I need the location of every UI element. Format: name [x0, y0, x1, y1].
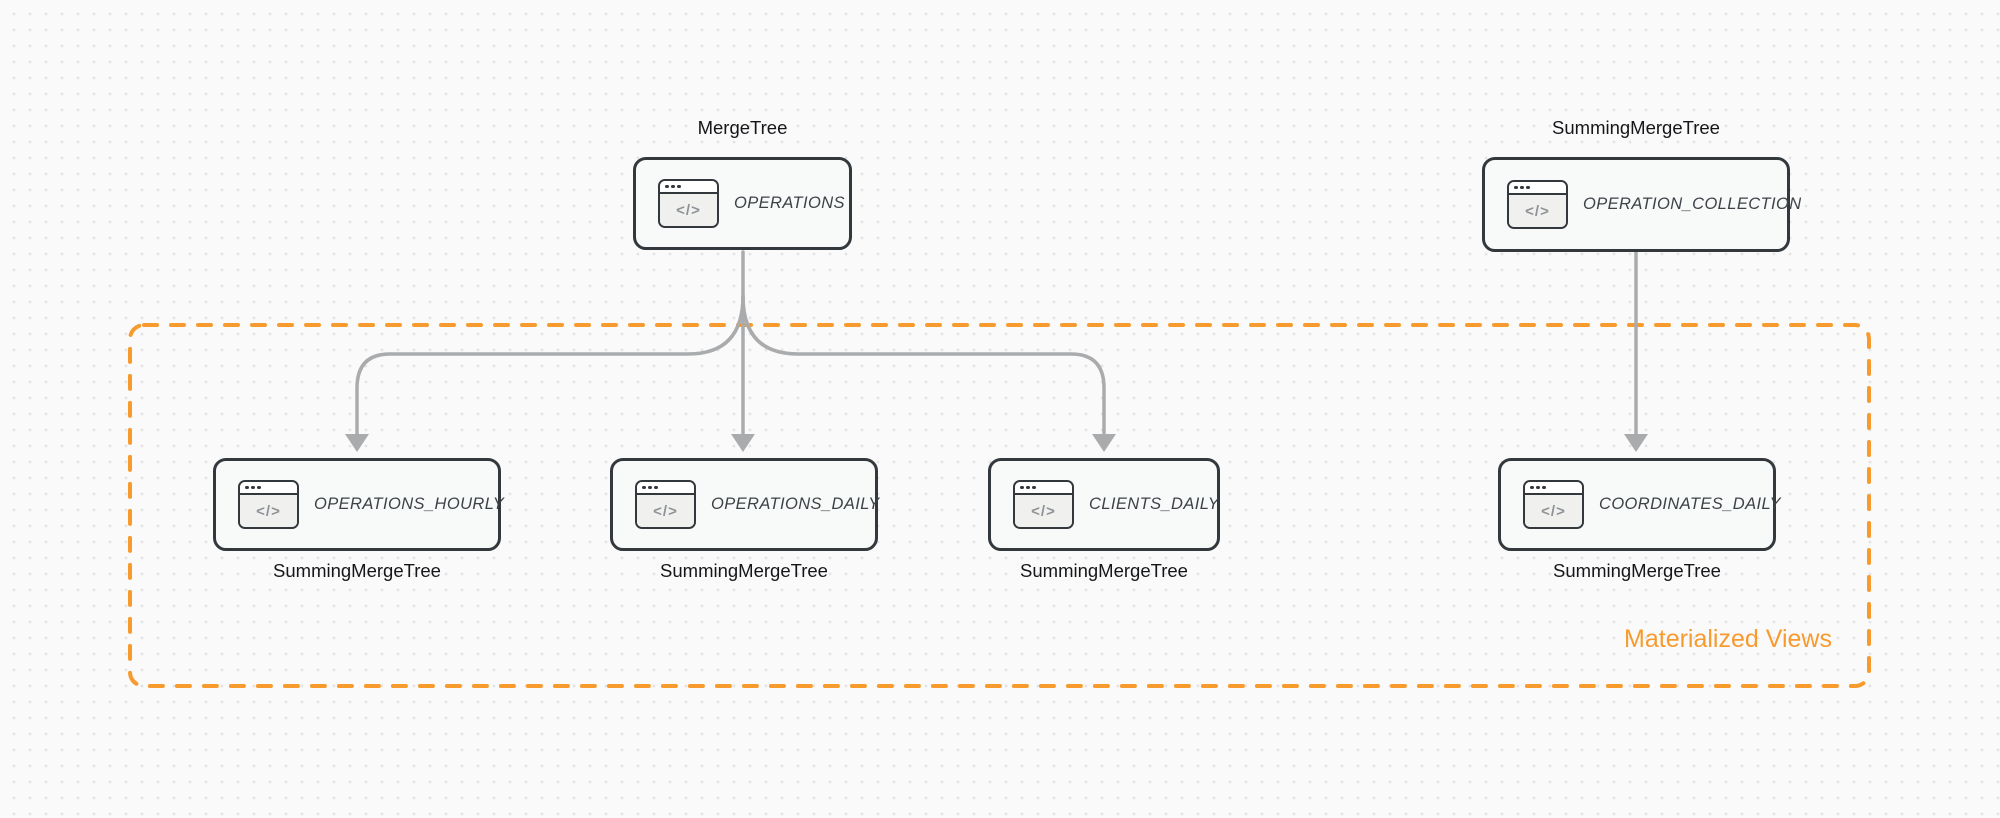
- code-window-icon: </>: [635, 480, 696, 529]
- engine-label-coordinates-daily: SummingMergeTree: [1553, 560, 1721, 581]
- materialized-views-caption: Materialized Views: [1624, 625, 1832, 653]
- edge-operations-to-operations-hourly: [355, 294, 745, 440]
- code-glyph: </>: [240, 495, 297, 527]
- engine-label-operations-daily: SummingMergeTree: [660, 560, 828, 581]
- table-node-operations-daily[interactable]: </> OPERATIONS_DAILY: [610, 458, 880, 551]
- engine-label-operations: MergeTree: [697, 117, 788, 138]
- arrowhead: [345, 434, 369, 452]
- window-titlebar-dots: [1015, 482, 1072, 495]
- table-name: CLIENTS_DAILY: [1089, 495, 1220, 513]
- window-titlebar-dots: [1525, 482, 1582, 495]
- table-node-coordinates-daily[interactable]: </> COORDINATES_DAILY: [1498, 458, 1781, 551]
- arrowhead: [1624, 434, 1648, 452]
- window-titlebar-dots: [1509, 182, 1566, 195]
- code-glyph: </>: [1015, 495, 1072, 527]
- code-window-icon: </>: [238, 480, 299, 529]
- arrowhead: [731, 434, 755, 452]
- code-glyph: </>: [1509, 195, 1566, 227]
- table-name: OPERATIONS: [734, 194, 845, 212]
- code-window-icon: </>: [1013, 480, 1074, 529]
- edge-operations-to-clients-daily: [741, 294, 1106, 440]
- engine-label-operations-hourly: SummingMergeTree: [273, 560, 441, 581]
- table-node-clients-daily[interactable]: </> CLIENTS_DAILY: [988, 458, 1220, 551]
- code-window-icon: </>: [1507, 180, 1568, 229]
- window-titlebar-dots: [240, 482, 297, 495]
- code-glyph: </>: [660, 194, 717, 226]
- table-node-operations-hourly[interactable]: </> OPERATIONS_HOURLY: [213, 458, 505, 551]
- table-node-operation-collection[interactable]: </> OPERATION_COLLECTION: [1482, 157, 1801, 252]
- table-node-operations[interactable]: </> OPERATIONS: [633, 157, 852, 250]
- engine-label-operation-collection: SummingMergeTree: [1552, 117, 1720, 138]
- table-name: OPERATIONS_HOURLY: [314, 495, 505, 513]
- engine-label-clients-daily: SummingMergeTree: [1020, 560, 1188, 581]
- code-glyph: </>: [637, 495, 694, 527]
- table-name: COORDINATES_DAILY: [1599, 495, 1781, 513]
- arrowhead: [1092, 434, 1116, 452]
- table-name: OPERATIONS_DAILY: [711, 495, 880, 513]
- table-name: OPERATION_COLLECTION: [1583, 195, 1802, 213]
- window-titlebar-dots: [637, 482, 694, 495]
- window-titlebar-dots: [660, 181, 717, 194]
- code-window-icon: </>: [658, 179, 719, 228]
- code-window-icon: </>: [1523, 480, 1584, 529]
- code-glyph: </>: [1525, 495, 1582, 527]
